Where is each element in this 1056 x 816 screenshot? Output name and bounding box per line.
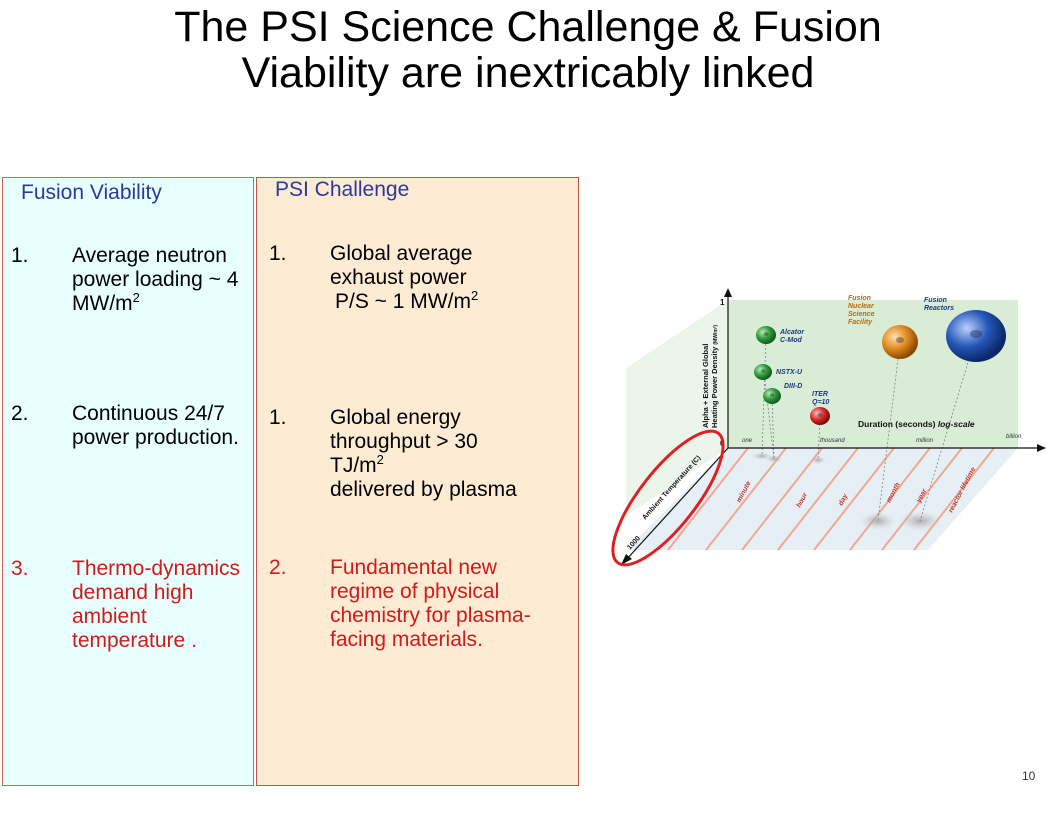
psi-challenge-heading: PSI Challenge (275, 178, 410, 201)
x-tick-thousand: thousand (820, 438, 845, 444)
reactor-torus (946, 310, 1006, 362)
nstx-torus (754, 364, 772, 380)
x-ticks: one thousand million billion (742, 434, 1022, 444)
label-diii-d: DIII-D (784, 383, 802, 390)
y-axis-label-line1: Alpha + External Global (701, 344, 710, 428)
psi-challenge-panel: PSI Challenge 1. Global average exhaust … (256, 177, 579, 786)
iter-torus (810, 407, 830, 425)
fv-item-1-text: Average neutron power loading ~ 4 MW/m2 (72, 244, 239, 315)
fv-item-3-number: 3. (11, 557, 29, 580)
diii-d-torus (763, 388, 781, 404)
psi-item-1-number: 1. (269, 242, 287, 265)
fv-item-3-text: Thermo-dynamics demand high ambient temp… (72, 557, 241, 652)
psi-item-3-number: 2. (269, 556, 287, 579)
psi-item-3-text: Fundamental new regime of physical chemi… (330, 556, 531, 651)
fnsf-torus (882, 325, 918, 359)
alcator-torus (756, 326, 776, 344)
slide-title: The PSI Science Challenge & Fusion Viabi… (174, 3, 882, 98)
side-wall (626, 300, 728, 516)
label-nstx: NSTX-U (776, 369, 803, 376)
z-axis-arrow (621, 554, 632, 565)
y-axis-arrow (724, 288, 732, 297)
back-wall (728, 300, 1018, 448)
z-axis (625, 447, 729, 561)
x-tick-billion: billion (1006, 434, 1022, 440)
psi-item-2-number: 1. (269, 406, 287, 429)
fusion-parameter-figure: minute hour day month year reactor lifet… (611, 288, 1046, 567)
y-tick-top: 1 (720, 298, 725, 307)
ambient-temperature-highlight (611, 429, 725, 567)
x-tick-one: one (742, 438, 753, 444)
y-axis-label: Alpha + External Global Heating Power De… (701, 325, 719, 428)
fusion-viability-panel: Fusion Viability 1. Average neutron powe… (2, 177, 254, 786)
x-axis-arrow (1037, 444, 1046, 452)
x-axis-label: Duration (seconds) log-scale (858, 419, 975, 429)
time-lines (667, 447, 995, 551)
fv-item-2-text: Continuous 24/7 power production. (72, 402, 239, 449)
fv-item-1-number: 1. (11, 244, 29, 267)
y-axis-label-line2: Heating Power Density (MW/m²) (710, 325, 719, 428)
torus-holes (760, 330, 982, 417)
fusion-viability-heading: Fusion Viability (21, 181, 162, 204)
page-number: 10 (1022, 769, 1036, 783)
x-tick-million: million (916, 438, 934, 444)
fv-item-2-number: 2. (11, 402, 29, 425)
